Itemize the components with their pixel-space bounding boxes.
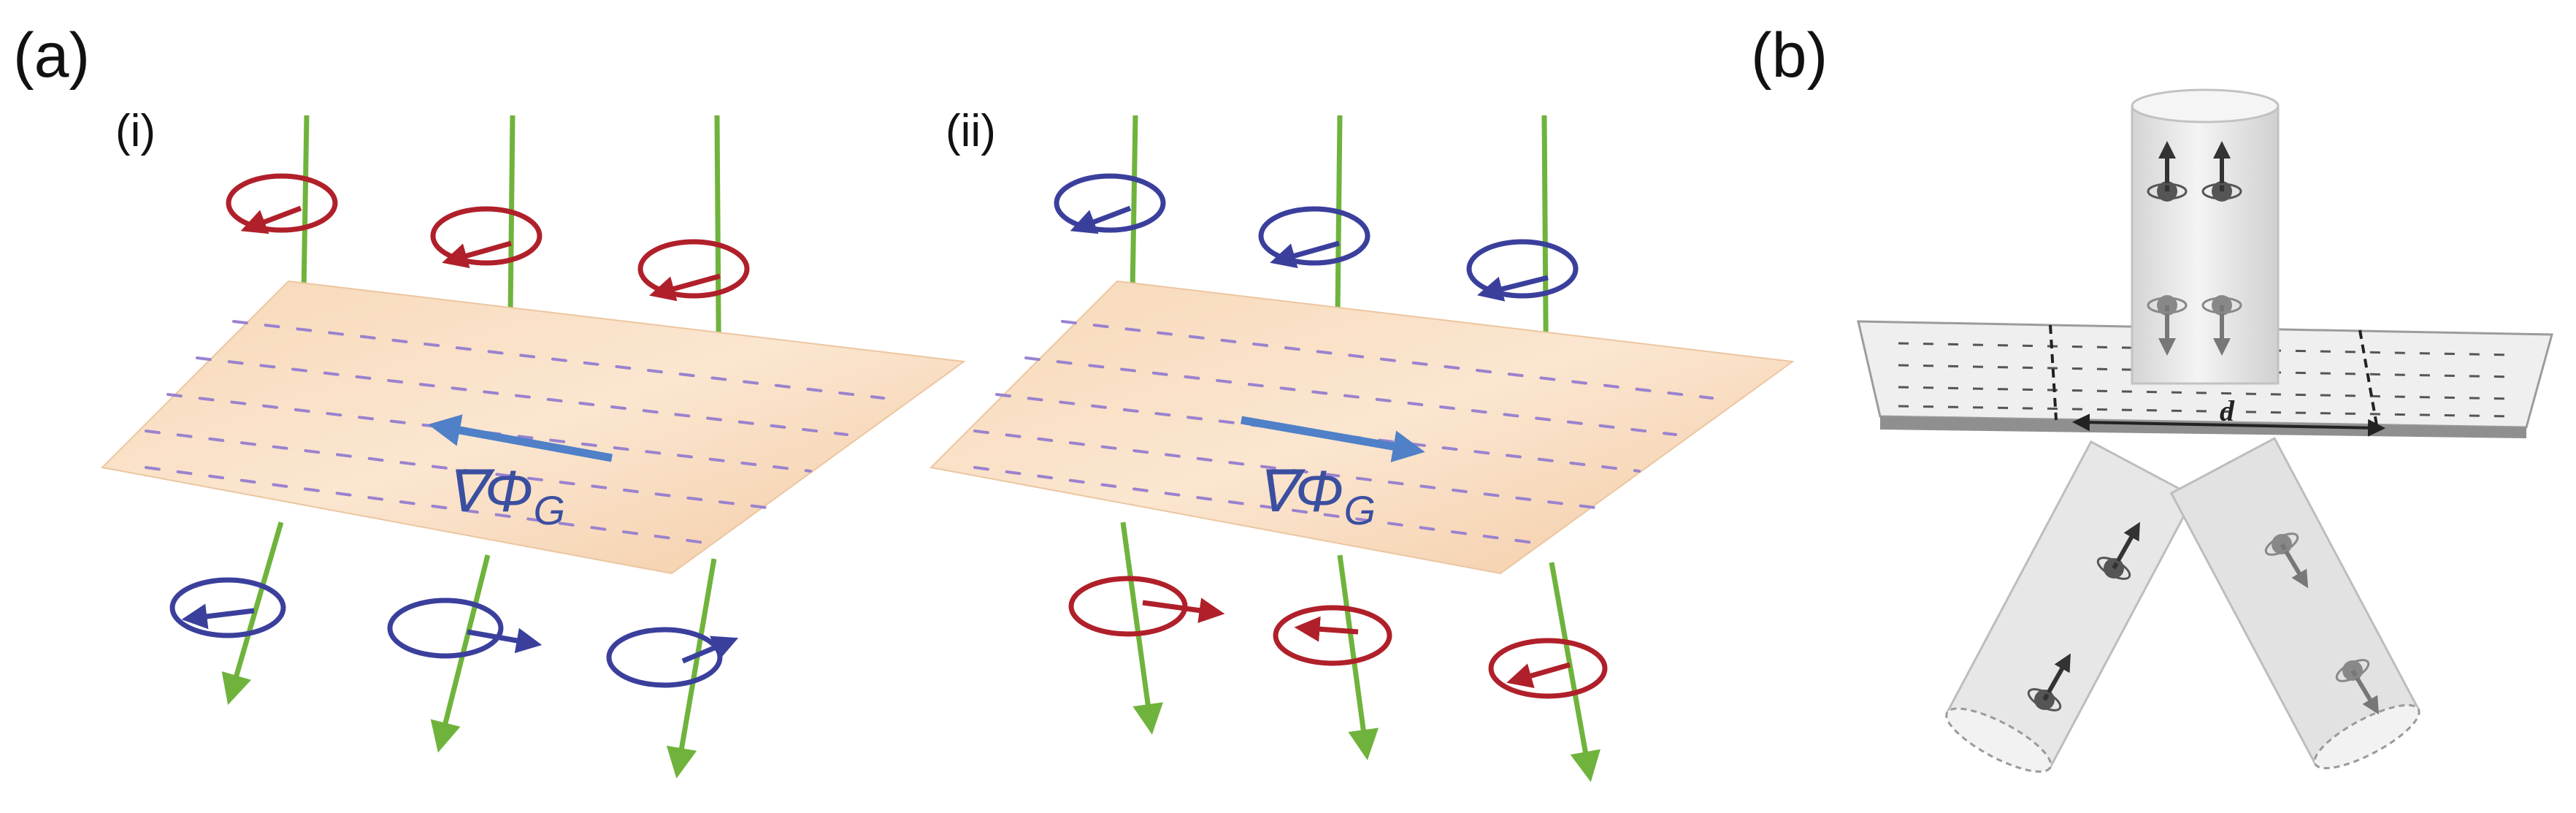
period-boundary: [2358, 329, 2378, 426]
phase-gradient-arrow: [1241, 416, 1425, 462]
transmitted-polarization-ring: [387, 598, 543, 659]
outgoing-beam-cylinder-left: [1945, 440, 2196, 773]
panel-a-label: (a): [13, 20, 90, 91]
transmitted-beam: [221, 522, 284, 706]
incident-polarization-ring: [226, 173, 338, 234]
transmitted-beam: [666, 558, 717, 779]
transmitted-polarization-ring: [1068, 576, 1225, 637]
spin-down-particle: [2264, 533, 2309, 589]
transmitted-polarization-ring: [1273, 605, 1392, 666]
metasurface-plate: [100, 280, 966, 575]
transmitted-beam: [430, 554, 491, 753]
spin-up-particle: [2147, 141, 2188, 202]
period-distance-label: d: [2220, 394, 2235, 427]
incident-polarization-ring: [1054, 173, 1166, 234]
panel-b: d: [1857, 88, 2553, 773]
subpanel-ii: ∇ΦG: [929, 115, 1795, 782]
phase-gradient-label: ∇ΦG: [445, 459, 565, 533]
outgoing-beam-cylinder-right: [2169, 437, 2420, 770]
transmitted-polarization-ring: [606, 627, 739, 688]
transmitted-polarization-ring: [1488, 638, 1608, 699]
incident-polarization-ring: [1258, 206, 1371, 269]
transmitted-beam: [1337, 554, 1379, 760]
phase-gradient-arrow: [428, 414, 613, 462]
subpanel-i: ∇ΦG: [100, 115, 966, 779]
spin-down-particle: [2335, 659, 2380, 715]
incident-polarization-ring: [1466, 239, 1579, 302]
spin-up-particle: [2096, 522, 2140, 580]
period-boundary: [2049, 324, 2058, 421]
metasurface-plate: [929, 280, 1795, 575]
subpanel-ii-label: (ii): [946, 106, 996, 156]
period-distance-arrow: [2072, 413, 2385, 437]
subpanel-i-label: (i): [115, 106, 156, 156]
spin-down-particle: [2147, 295, 2188, 356]
phase-gradient-label: ∇ΦG: [1256, 459, 1376, 533]
spin-down-particle: [2201, 295, 2242, 356]
incident-polarization-ring: [637, 239, 750, 302]
panel-b-label: (b): [1751, 20, 1828, 91]
transmitted-polarization-ring: [169, 577, 286, 638]
spin-up-particle: [2201, 141, 2242, 202]
incident-polarization-ring: [430, 206, 543, 269]
spin-up-particle: [2027, 653, 2071, 711]
incident-beam-cylinder: [2131, 88, 2280, 385]
transmitted-beam: [1120, 522, 1163, 735]
